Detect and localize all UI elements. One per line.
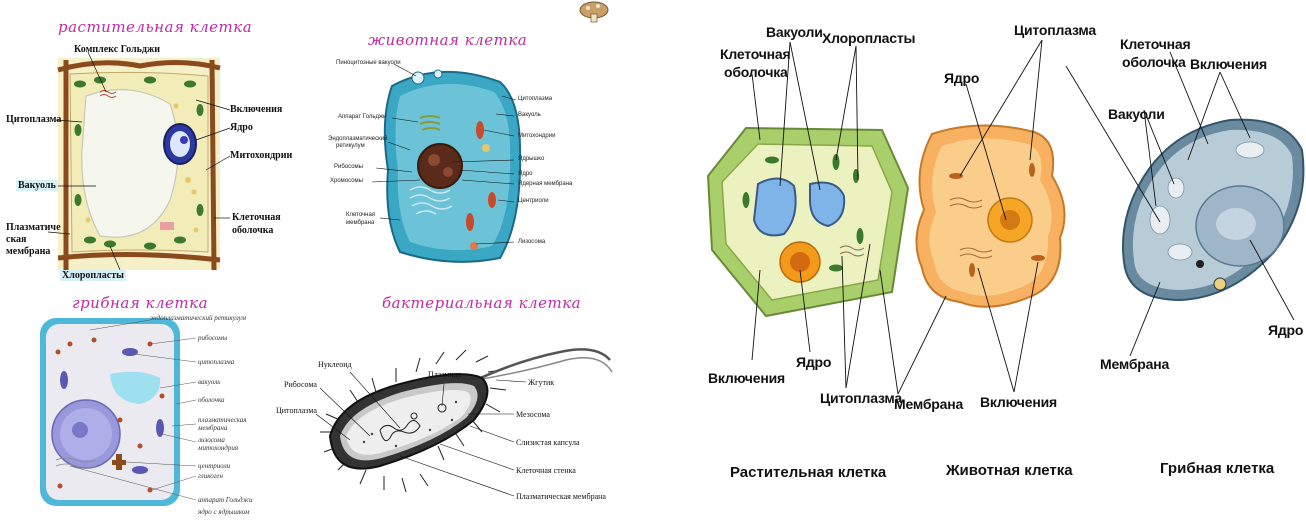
plant-cell-illustration	[58, 58, 220, 270]
right-label-inclusions-left: Включения	[708, 370, 785, 386]
plant-label-vacuole: Вакуоль	[16, 180, 58, 191]
right-plant-cell	[708, 128, 908, 316]
right-label-wall-right-1: Клеточная	[1120, 36, 1190, 52]
bacterial-label-membrane: Плазматическая мембрана	[516, 492, 606, 501]
bacterial-label-mesosome: Мезосома	[516, 410, 550, 419]
fungal-label-centrioles: центриоли	[198, 462, 230, 470]
animal-label-vacuole: Вакуоль	[518, 112, 541, 118]
animal-label-membrane-1: Клеточная	[346, 212, 375, 218]
plant-label-membrane-3: мембрана	[6, 246, 50, 257]
bacterial-label-capsule: Слизистая капсула	[516, 438, 580, 447]
bacterial-label-flagellum: Жгутик	[528, 378, 554, 387]
right-label-vacuoles-right: Вакуоли	[1108, 106, 1165, 122]
animal-label-cytoplasm: Цитоплазма	[518, 96, 552, 102]
right-label-cytoplasm-bottom: Цитоплазма	[820, 390, 902, 406]
plant-label-wall-2: оболочка	[232, 225, 273, 236]
caption-fungal-cell: Грибная клетка	[1160, 460, 1274, 477]
bacterial-cell-title: бактериальная клетка	[382, 294, 581, 312]
fungal-label-cytoplasm: цитоплазма	[198, 358, 234, 366]
fungal-label-membrane-1: плазматическая	[198, 416, 247, 424]
animal-label-centrioles: Центриоли	[518, 198, 549, 204]
fungal-label-mitochondria: митохондрия	[198, 444, 238, 452]
animal-cell-title: животная клетка	[368, 31, 527, 49]
fungal-cell-illustration	[40, 318, 180, 506]
plant-label-membrane-2: ская	[6, 234, 26, 245]
right-label-cytoplasm-top: Цитоплазма	[1014, 22, 1096, 38]
animal-label-membrane-2: мембрана	[346, 220, 374, 226]
fungal-label-wall: оболочка	[198, 396, 225, 404]
right-label-membrane-mid: Мембрана	[894, 396, 963, 412]
caption-plant-cell: Растительная клетка	[730, 464, 886, 481]
right-label-membrane-right: Мембрана	[1100, 356, 1169, 372]
right-label-inclusions-top: Включения	[1190, 56, 1267, 72]
plant-label-nucleus: Ядро	[230, 122, 253, 133]
right-label-wall-right-2: оболочка	[1122, 54, 1186, 70]
plant-label-wall-1: Клеточная	[232, 212, 281, 223]
bacterial-label-ribosome: Рибосома	[284, 380, 317, 389]
fungal-label-ribosomes: рибосомы	[198, 334, 227, 342]
fungal-label-golgi: аппарат Гольджи	[198, 496, 253, 504]
animal-label-er-2: ретикулум	[336, 143, 365, 149]
bacterial-label-wall: Клеточная стенка	[516, 466, 576, 475]
left-diagram-panel: растительная клетка животная клетка гриб…	[0, 0, 640, 521]
plant-cell-title: растительная клетка	[58, 18, 252, 36]
caption-animal-cell: Животная клетка	[946, 462, 1073, 479]
fungal-label-nucleus: ядро с ядрышком	[198, 508, 249, 516]
fungal-label-membrane-2: мембрана	[198, 424, 227, 432]
plant-label-membrane-1: Плазматиче	[6, 222, 61, 233]
right-fungal-cell	[1123, 120, 1303, 300]
right-animal-cell	[916, 125, 1064, 306]
plant-label-mitochondria: Митохондрии	[230, 150, 292, 161]
right-label-nucleus-fungal: Ядро	[1268, 322, 1303, 338]
plant-label-chloroplasts: Хлоропласты	[60, 270, 126, 281]
mushroom-icon	[580, 2, 608, 22]
fungal-label-lysosome: лизосома	[198, 436, 225, 444]
right-label-wall-left-2: оболочка	[724, 64, 788, 80]
animal-label-lysosome: Лизосома	[518, 239, 545, 245]
right-label-nucleus-animal: Ядро	[944, 70, 979, 86]
right-diagram-panel: Вакуоли Хлоропласты Цитоплазма Клеточная…	[660, 0, 1306, 521]
right-label-inclusions-mid: Включения	[980, 394, 1057, 410]
fungal-label-vacuole: вакуоль	[198, 378, 220, 386]
animal-label-er-1: Эндоплазматический	[328, 136, 387, 142]
animal-label-nuclear-membrane: Ядерная мембрана	[518, 181, 572, 187]
right-label-chloroplasts: Хлоропласты	[822, 30, 915, 46]
fungal-cell-title: грибная клетка	[72, 294, 208, 312]
animal-cell-illustration	[385, 70, 520, 262]
plant-label-inclusions: Включения	[230, 104, 282, 115]
animal-label-nucleus: Ядро	[518, 171, 533, 177]
animal-label-golgi: Аппарат Гольджи	[338, 114, 386, 120]
plant-label-golgi: Комплекс Гольджи	[74, 44, 160, 55]
animal-label-mitochondria: Митохондрии	[518, 133, 555, 139]
right-label-wall-left-1: Клеточная	[720, 46, 790, 62]
animal-label-chromosomes: Хромосомы	[330, 178, 363, 184]
right-label-nucleus-plant: Ядро	[796, 354, 831, 370]
plant-label-cytoplasm: Цитоплазма	[6, 114, 61, 125]
animal-label-nucleolus: Ядрышко	[518, 156, 544, 162]
fungal-label-glycogen: гликоген	[198, 472, 223, 480]
bacterial-label-plasmid: Плазмида	[428, 370, 461, 379]
bacterial-label-nucleoid: Нуклеоид	[318, 360, 352, 369]
animal-label-pinocytic: Пиноцитозные вакуоли	[336, 60, 401, 66]
bacterial-label-cytoplasm: Цитоплазма	[276, 406, 317, 415]
right-label-vacuoles-top: Вакуоли	[766, 24, 823, 40]
fungal-label-er: эндоплазматический ретикулум	[150, 314, 246, 322]
animal-label-ribosomes: Рибосомы	[334, 164, 363, 170]
